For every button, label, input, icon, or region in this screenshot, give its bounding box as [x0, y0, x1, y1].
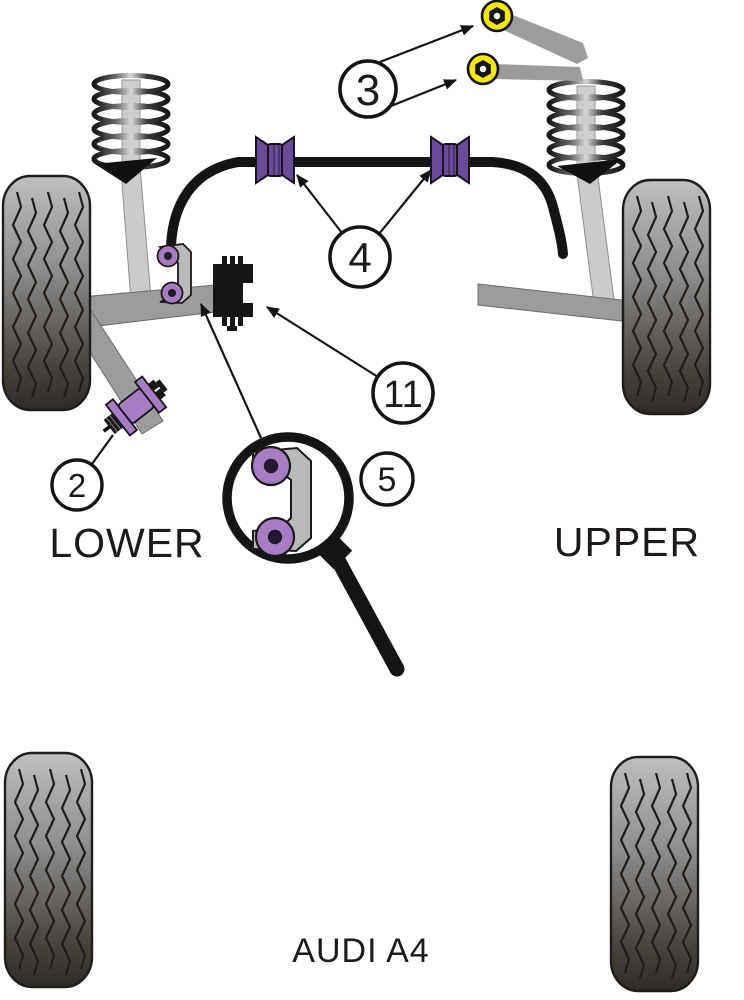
- callout-3[interactable]: 3: [338, 59, 398, 119]
- tire-front-left: [3, 176, 90, 410]
- anti-roll-bar-bush-right: [430, 136, 470, 184]
- label-model: AUDI A4: [292, 932, 429, 970]
- label-lower: LOWER: [49, 520, 204, 566]
- drop-link: [156, 243, 192, 305]
- line-3b: [390, 78, 458, 108]
- line-4a: [296, 174, 343, 234]
- line-11: [266, 306, 379, 378]
- callout-5-number: 5: [378, 461, 397, 499]
- strut-right: [576, 169, 615, 305]
- callout-4[interactable]: 4: [328, 225, 392, 289]
- callout-2[interactable]: 2: [50, 458, 104, 512]
- label-upper: UPPER: [554, 519, 700, 565]
- line-4b: [378, 169, 432, 235]
- callout-5[interactable]: 5: [359, 451, 415, 507]
- upper-arm-front: [497, 10, 588, 64]
- callout-11[interactable]: 11: [371, 361, 435, 425]
- coil-spring-right: [549, 82, 623, 174]
- tire-rear-left: [5, 753, 92, 987]
- upper-arm-bush-2: [466, 52, 500, 86]
- line-3a: [379, 24, 475, 64]
- callout-11-number: 11: [383, 374, 422, 416]
- anti-roll-bar-bush-left: [255, 136, 295, 184]
- coil-spring-left: [94, 76, 168, 168]
- upper-arm-rear: [494, 64, 583, 81]
- mount-block: [213, 256, 253, 331]
- upper-arm-bush-1: [480, 0, 514, 33]
- spring-seat-left: [95, 158, 157, 184]
- callout-lines: [91, 24, 475, 465]
- spring-seat-right: [557, 159, 622, 184]
- tire-front-right: [623, 180, 710, 414]
- magnifier-icon: [222, 432, 405, 677]
- callout-4-number: 4: [348, 234, 371, 281]
- line-magnifier: [199, 303, 263, 439]
- anti-roll-bar: [165, 157, 568, 261]
- callout-2-number: 2: [68, 467, 86, 504]
- line-2: [91, 434, 114, 465]
- callout-3-number: 3: [356, 66, 380, 115]
- tire-rear-right: [611, 757, 698, 991]
- lower-arm-bush: [102, 375, 168, 437]
